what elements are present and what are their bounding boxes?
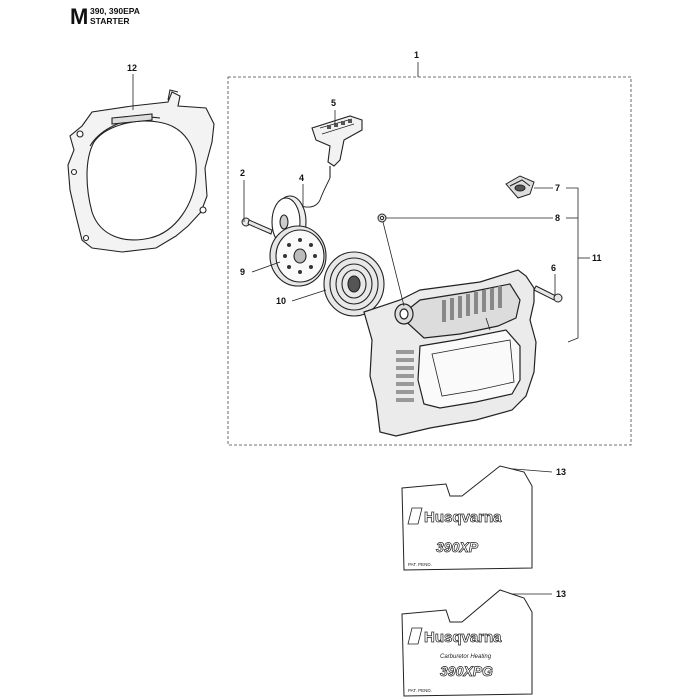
decal-b-brand: Husqvarna [424,629,502,646]
part-2-screw[interactable] [241,217,273,235]
callout-7: 7 [555,183,560,193]
decal-b-patent: PAT. PEND. [408,688,432,693]
part-7-cap[interactable] [505,175,535,199]
callout-5: 5 [331,98,336,108]
part-10-recoil-spring[interactable] [323,251,385,317]
callout-1: 1 [414,50,419,60]
decal-b-note: Carburetor Heating [440,654,492,660]
callout-12: 12 [127,63,137,73]
part-6-screw[interactable] [533,285,563,303]
part-9-starter-pulley[interactable] [269,225,327,287]
callout-13-a: 13 [556,467,566,477]
decal-a-patent: PAT. PEND. [408,562,432,567]
callout-6: 6 [551,263,556,273]
page-title: STARTER [90,16,130,26]
callout-13-b: 13 [556,589,566,599]
assembly-boundary [227,76,632,446]
callout-8: 8 [555,213,560,223]
section-letter: M [70,4,89,29]
part-8-washer[interactable] [377,213,387,223]
model-numbers: 390, 390EPA [90,6,140,16]
part-13-decal-390xp[interactable]: Husqvarna 390XP PAT. PEND. [401,465,533,571]
decal-a-brand: Husqvarna [424,509,502,526]
callout-4: 4 [299,173,304,183]
decal-a-model: 390XP [436,539,479,555]
callout-11: 11 [592,253,602,263]
part-11-starter-housing[interactable] [363,269,537,437]
callout-2: 2 [240,168,245,178]
callout-9: 9 [240,267,245,277]
assembly-guide-line [382,221,405,307]
callout-10: 10 [276,296,286,306]
part-13-decal-390xpg[interactable]: Husqvarna Carburetor Heating 390XPG PAT.… [401,589,533,697]
decal-b-model: 390XPG [440,663,493,679]
part-5-starter-handle[interactable] [311,115,363,178]
part-12-shroud[interactable] [67,89,215,253]
